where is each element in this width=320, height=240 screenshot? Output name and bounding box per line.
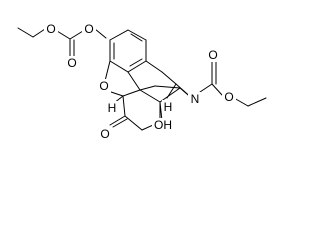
atom-label-h: H [108, 101, 117, 115]
ethyl-carbamate-group [199, 59, 267, 107]
atom-label-o: O [100, 127, 109, 141]
atom-label-o: O [224, 90, 233, 104]
chemical-structure: O O O O O OH N O O H H [17, 22, 267, 141]
atom-label-o: O [208, 48, 217, 62]
atom-label-o: O [46, 22, 55, 36]
atom-label-n: N [191, 92, 200, 106]
atom-label-o: O [84, 22, 93, 36]
aromatic-ring [109, 29, 147, 73]
atom-label-oh: OH [154, 118, 172, 132]
atom-label-h: H [164, 100, 173, 114]
atom-label-o: O [99, 79, 108, 93]
atom-label-o: O [67, 56, 76, 70]
ethyl-carbonate-group [17, 27, 107, 58]
